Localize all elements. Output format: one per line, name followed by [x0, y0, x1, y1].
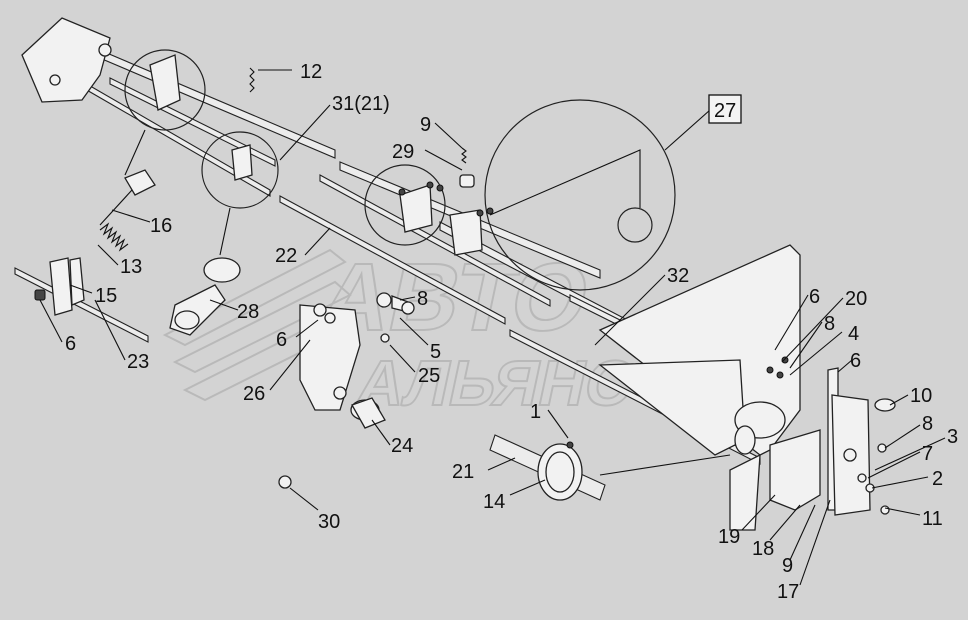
zoom-connectors: [124, 129, 231, 256]
label-7: 7: [922, 443, 933, 465]
label-6: 6: [850, 350, 861, 372]
label-25: 25: [418, 365, 440, 387]
label-5: 5: [430, 341, 441, 363]
label-32: 32: [667, 265, 689, 287]
part-labels: 12 31(21) 9 29 27 16 13 15 6 23 22 28 6 …: [65, 61, 958, 603]
label-13: 13: [120, 256, 142, 278]
label-31: 31(21): [332, 93, 390, 115]
frame-plate: [598, 244, 896, 531]
middle-rod: [109, 77, 276, 167]
label-6: 6: [65, 333, 76, 355]
label-9: 9: [782, 555, 793, 577]
label-2: 2: [932, 468, 943, 490]
label-11: 11: [922, 508, 943, 530]
plate-26: [299, 304, 361, 411]
label-9: 9: [420, 114, 431, 136]
mid-rod-right: [319, 174, 551, 307]
label-12: 12: [300, 61, 322, 83]
label-27: 27: [714, 100, 736, 122]
zoom-circle-27: [484, 99, 676, 291]
lower-rod-right: [279, 195, 506, 325]
spring-9: [461, 147, 467, 164]
label-6: 6: [276, 329, 287, 351]
label-8: 8: [417, 288, 428, 310]
label-17: 17: [777, 581, 799, 603]
label-30: 30: [318, 511, 340, 533]
lever-15: [34, 257, 85, 316]
watermark-line2: АЛЬЯНС: [351, 347, 640, 419]
leader-lines: [39, 69, 946, 586]
label-15: 15: [95, 285, 117, 307]
nut-30: [278, 475, 292, 489]
gearbox-housing: [21, 17, 112, 103]
link-28: [169, 257, 241, 336]
label-14: 14: [483, 491, 505, 513]
label-8: 8: [922, 413, 933, 435]
roller-assembly: [99, 169, 156, 252]
rod-23: [14, 267, 149, 343]
brackets: [149, 54, 494, 256]
label-20: 20: [845, 288, 867, 310]
zoom-target-27: [617, 207, 653, 243]
label-10: 10: [910, 385, 932, 407]
label-box-27: [708, 94, 742, 124]
label-29: 29: [392, 141, 414, 163]
label-8: 8: [824, 313, 835, 335]
zoom-circle-bracket: [364, 164, 446, 246]
label-26: 26: [243, 383, 265, 405]
label-21: 21: [452, 461, 474, 483]
label-24: 24: [391, 435, 413, 457]
label-22: 22: [275, 245, 297, 267]
label-1: 1: [530, 401, 541, 423]
label-19: 19: [718, 526, 740, 548]
gear-14: [489, 434, 606, 501]
label-28: 28: [237, 301, 259, 323]
washers-6: [313, 303, 336, 324]
label-4: 4: [848, 323, 859, 345]
zoom-circle-clamp: [201, 131, 279, 209]
label-16: 16: [150, 215, 172, 237]
bolt-assembly: [350, 292, 415, 429]
bushing-29: [459, 174, 475, 188]
label-18: 18: [752, 538, 774, 560]
rod-27: [489, 149, 641, 216]
zoom-circle-bearing: [124, 49, 206, 131]
label-6: 6: [809, 286, 820, 308]
label-3: 3: [947, 426, 958, 448]
spring-12: [249, 67, 255, 93]
label-23: 23: [127, 351, 149, 373]
